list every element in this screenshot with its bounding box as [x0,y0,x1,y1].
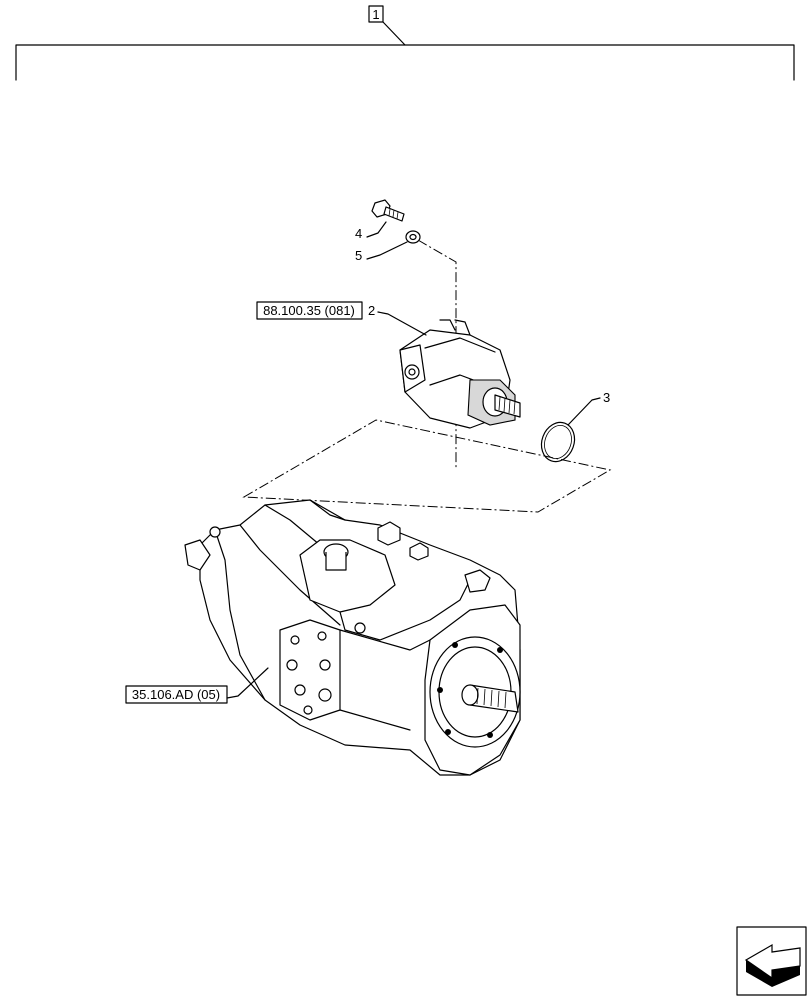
gear-pump-ref-link[interactable]: 88.100.35 (081) [263,303,355,318]
main-pump-part [184,499,521,776]
callout-3: 3 [603,390,610,405]
gear-pump-ref-box[interactable] [256,301,363,320]
washer-part [405,230,421,244]
gear-pump-part [399,319,521,429]
callout-4: 4 [355,226,362,241]
o-ring-part [540,421,576,463]
main-pump-ref-box[interactable] [125,685,228,704]
main-pump-ref-link[interactable]: 35.106.AD (05) [132,687,220,702]
next-page-arrow-icon[interactable] [736,926,807,996]
bolt-part [371,199,405,222]
callout-2: 2 [368,303,375,318]
callout-5: 5 [355,248,362,263]
group-bracket: 1 [15,5,795,81]
group-label: 1 [372,7,379,22]
